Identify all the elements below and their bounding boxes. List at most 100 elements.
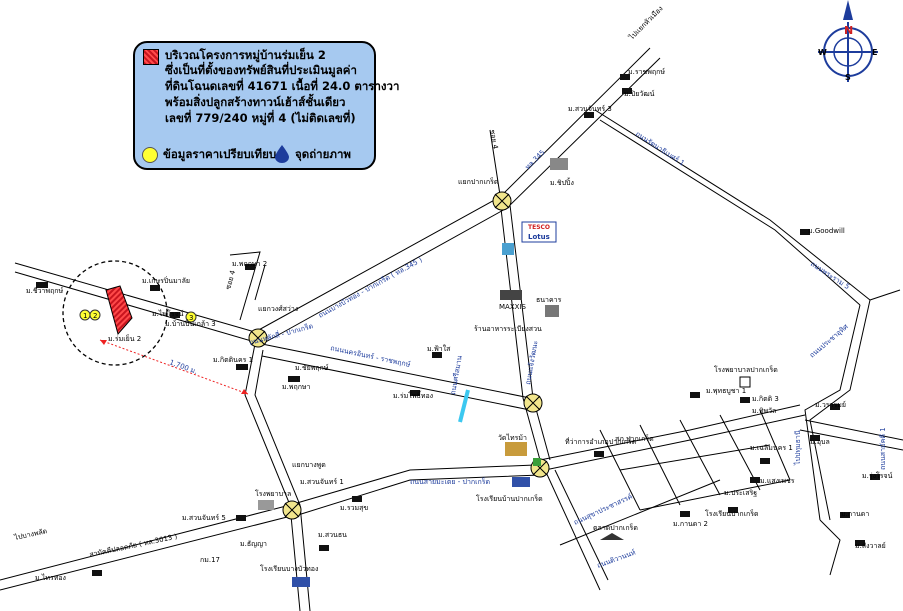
label-kittinakorn: ม.กิตตินคร 1 bbox=[213, 356, 253, 364]
bank-icon bbox=[545, 305, 559, 317]
comparable-1-label: 1 bbox=[83, 312, 87, 320]
label-kitti: ม.กิตติ 3 bbox=[752, 395, 779, 403]
label-chaiyapruek: ม.ชัยพฤกษ์ bbox=[295, 364, 329, 372]
comparable-markers: 1 2 3 bbox=[79, 309, 197, 323]
label-ruam: ม.รวมสุข bbox=[340, 504, 368, 512]
label-intersect-s: แยกบางพูด bbox=[292, 461, 326, 469]
label-soi-1: ถนนติวานนท์ bbox=[596, 548, 637, 569]
road-low-h-2 bbox=[297, 474, 541, 516]
label-tanya: ม.ธัญญา bbox=[240, 540, 267, 548]
label-soi-top: ชอย 4 bbox=[488, 129, 499, 150]
lotus-label: Lotus bbox=[528, 233, 550, 241]
label-to-salaya: ไปบางพลัด bbox=[13, 526, 48, 542]
label-chao-sw: ม.สวนจันทร์ 5 bbox=[182, 514, 226, 522]
label-pinklao: ม.ไพโรจน์ bbox=[152, 309, 184, 318]
road-ne-branch bbox=[594, 109, 871, 301]
school-icon bbox=[512, 477, 530, 487]
hospital-icon bbox=[739, 376, 751, 388]
legend-line-2: ซึ่งเป็นที่ตั้งของทรัพย์สินที่ประเมินมูล… bbox=[165, 63, 357, 77]
road-e-1 bbox=[539, 404, 801, 461]
road-w-se-2 bbox=[261, 355, 531, 411]
project-site bbox=[105, 285, 133, 336]
label-chao3: ม.สวนจันทร์ 3 bbox=[568, 105, 612, 113]
wat-icon bbox=[505, 442, 527, 456]
label-factory: โรงพยาบาล bbox=[255, 489, 291, 498]
label-sai-ma-1: ถนนนครอินทร์ - ราชพฤกษ์ bbox=[330, 344, 412, 369]
photo-drop-icon bbox=[275, 145, 289, 163]
legend-photo-label: จุดถ่ายภาพ bbox=[295, 147, 351, 161]
road-se-2 bbox=[554, 469, 609, 581]
road-low-h bbox=[289, 464, 536, 506]
intersection-marker bbox=[523, 393, 543, 413]
label-east-road: ถนนสามัคคี 1 bbox=[879, 427, 887, 470]
label-ubon: ม.อุบล bbox=[810, 438, 830, 446]
legend-line-3: ที่ดินโฉนดเลขที่ 41671 เนื้อที่ 24.0 ตาร… bbox=[165, 79, 400, 93]
label-fai: ม.ฟ้าใส bbox=[427, 344, 451, 353]
label-kk17: กม.17 bbox=[200, 556, 220, 564]
label-rama: ถนนรัตนาธิเบศร์ 1 bbox=[634, 130, 686, 168]
label-pruek2: ม.พฤกษา 2 bbox=[232, 260, 267, 268]
label-school-a: โรงเรียนบ้านปากเกร็ด bbox=[476, 494, 543, 503]
label-badge-345: ทล.345 bbox=[524, 148, 547, 171]
label-canal-road: ถนนศรีสมาน bbox=[449, 355, 464, 396]
label-sangwan: ม.สังวาลย์ bbox=[855, 542, 886, 550]
road-east-small bbox=[819, 289, 901, 576]
label-chao1: ม.สวนจันทร์ 1 bbox=[300, 478, 344, 486]
label-school-b: โรงเรียนบางบัวทอง bbox=[260, 564, 318, 573]
label-ratchapruek: ม.ราชพฤกษ์ bbox=[628, 68, 665, 76]
market-icon bbox=[600, 533, 624, 540]
road-sw-2 bbox=[0, 514, 296, 591]
label-building: ม.ชิปปิ้ง bbox=[550, 176, 574, 187]
distance-arrowhead-a bbox=[100, 340, 107, 345]
label-kanda: ม.กานดา bbox=[841, 510, 869, 518]
project-area-swatch-icon bbox=[143, 49, 159, 65]
label-prasert: ม.ประเสริฐ bbox=[724, 489, 757, 497]
school-icon bbox=[292, 577, 310, 587]
road-east-h bbox=[804, 419, 903, 441]
label-goodwill: ม.Goodwill bbox=[808, 227, 845, 235]
road-v-mid bbox=[499, 199, 541, 461]
compass-n: N bbox=[844, 24, 853, 37]
landmarks: TESCO Lotus MAXXIS bbox=[258, 158, 751, 587]
legend-line-5: เลขที่ 779/240 หมู่ที่ 4 (ไม่ติดเลขที่) bbox=[165, 111, 356, 125]
label-wat: วัดไทรม้า bbox=[498, 433, 527, 442]
label-soi-2: ซอย 4 bbox=[224, 269, 237, 291]
label-project: ม.ร่มเย็น 2 bbox=[108, 334, 141, 343]
compass-s: S bbox=[845, 73, 851, 82]
label-ganda: ม.กานดา 2 bbox=[673, 520, 708, 528]
road-e-2 bbox=[544, 414, 806, 471]
label-thanon-suk: ถนนสุขาประชาสรรค์ bbox=[572, 492, 634, 526]
label-rungroj: ม.รุ่งโรจน์ bbox=[862, 471, 893, 480]
label-thipawan: ม.ทิพวัล bbox=[752, 407, 776, 415]
label-to-hua-muang: ไปแยกหัวเมือง bbox=[626, 4, 664, 42]
compass-w: W bbox=[818, 48, 827, 57]
label-baan: ม.บ้านปิ่นเกล้า 3 bbox=[165, 319, 216, 328]
distance-arrowhead-b bbox=[241, 389, 248, 394]
label-district: ที่ว่าการอำเภอปากเกร็ด bbox=[565, 437, 636, 446]
road-grid bbox=[599, 409, 791, 511]
maxxis-icon bbox=[500, 290, 522, 300]
building-icon bbox=[550, 158, 568, 170]
intersection-marker bbox=[492, 191, 512, 211]
intersection-marker bbox=[282, 500, 302, 520]
legend-comparable-label: ข้อมูลราคาเปรียบเทียบ bbox=[163, 147, 277, 161]
label-soi-3: ถนนประชาอุทิศ bbox=[808, 322, 850, 359]
comparable-2-label: 2 bbox=[93, 312, 97, 320]
label-intersect-w: แยกวงศ์สว่าง bbox=[258, 305, 298, 313]
label-pk-school: โรงเรียนปากเกร็ด bbox=[705, 509, 759, 518]
place-labels: ม.ร่มเย็น 2 ม.ชีวาพฤกษ์ ม.เกษรปิ่นมาลัย … bbox=[26, 68, 893, 582]
intersection-marker bbox=[248, 328, 268, 348]
road-se-3 bbox=[559, 479, 721, 546]
road-west bbox=[14, 262, 256, 333]
north-arrow-icon bbox=[843, 0, 853, 20]
legend-line-4: พร้อมสิ่งปลูกสร้างทาวน์เฮ้าส์ชั้นเดียว bbox=[165, 95, 346, 109]
label-chalerm: ม.เฉลิมนคร 1 bbox=[750, 444, 793, 452]
label-pruekca: ม.พฤกษา bbox=[282, 383, 311, 391]
label-intersect-n: แยกปากเกร็ด bbox=[458, 177, 498, 186]
gas-icon bbox=[533, 458, 541, 466]
tesco-logo bbox=[521, 221, 557, 243]
label-far-e-road: ไปปทุมธานี bbox=[793, 430, 802, 466]
distance-label: 1,700 ม. bbox=[168, 358, 198, 375]
compass-rose: N S E W bbox=[818, 0, 878, 82]
